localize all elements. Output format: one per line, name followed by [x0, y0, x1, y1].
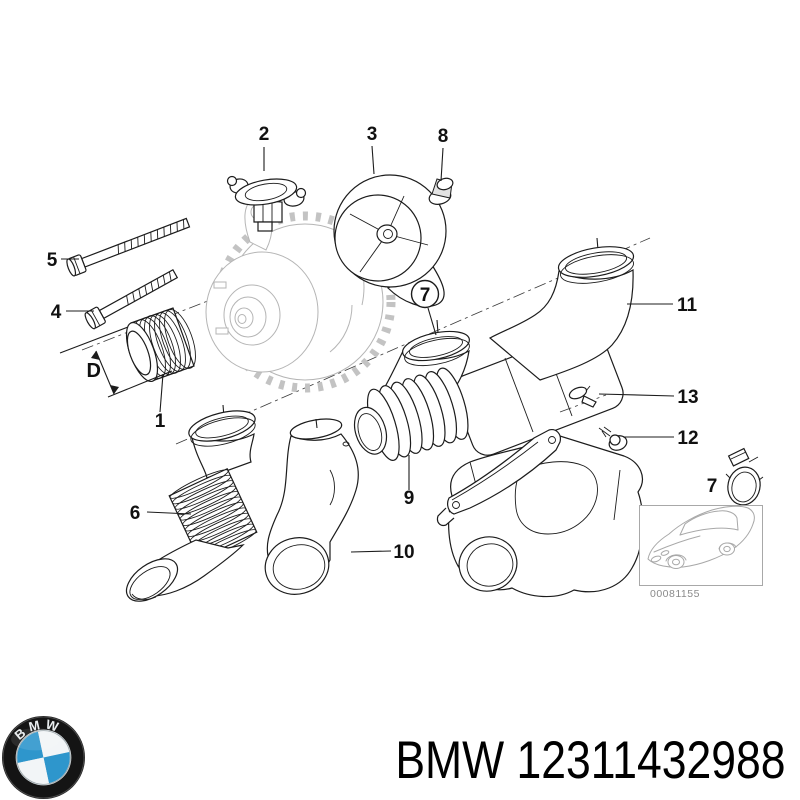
logo-quadrant-white-tr	[38, 731, 70, 758]
part-11-elbow	[488, 268, 634, 381]
callout-7-circle	[410, 279, 440, 309]
part-number-line: BMW 12311432988	[396, 734, 786, 787]
leader-lines	[61, 145, 675, 553]
part-10-duct	[264, 418, 359, 595]
part-1-pulley	[125, 307, 196, 383]
part-number: 12311432988	[516, 731, 786, 790]
part-11-air-duct-assembly	[436, 237, 644, 598]
callout-5: 5	[47, 250, 58, 271]
callout-9: 9	[404, 488, 415, 509]
callout-10: 10	[393, 542, 414, 563]
part-4-bolt	[84, 268, 179, 330]
callout-4: 4	[51, 302, 62, 323]
bmw-logo: BMW	[2, 715, 85, 799]
alternator-ghost	[205, 198, 396, 393]
callout-8: 8	[438, 126, 449, 147]
part-9-corrugated-hose	[353, 319, 470, 461]
inset-box	[639, 505, 763, 586]
inset-thumbnail: 00081155	[639, 505, 763, 600]
bracket	[436, 429, 561, 527]
callout-7-circled: 7	[420, 285, 431, 306]
dimension-label: D	[87, 360, 101, 382]
part-2-regulator	[226, 175, 307, 232]
parts-diagram: D	[47, 124, 764, 602]
callout-labels: 1 2 3 4 5 6 7 7 8 9 10 11 12 13	[47, 124, 718, 563]
logo-quadrant-blue-br	[43, 752, 70, 784]
callout-12: 12	[677, 428, 698, 449]
logo-quadrants	[16, 730, 71, 785]
logo-quadrant-white-bl	[17, 757, 49, 784]
part-13-clip	[568, 385, 597, 408]
part-5-bolt	[66, 217, 191, 277]
part-6-intake-duct	[125, 404, 258, 602]
logo-quadrant-blue-tl	[17, 731, 44, 763]
part-8-cap	[428, 177, 454, 205]
inset-image-number: 00081155	[650, 588, 700, 600]
dimension-d: D	[59, 326, 173, 398]
callout-7-clamp: 7	[707, 476, 718, 497]
callout-6: 6	[130, 503, 141, 524]
callout-1: 1	[155, 411, 166, 432]
callout-2: 2	[259, 124, 270, 145]
callout-3: 3	[367, 124, 378, 145]
brand-text: BMW	[395, 731, 505, 790]
callout-11: 11	[677, 295, 698, 316]
part-7-hose-clamp	[725, 447, 764, 506]
callout-13: 13	[677, 387, 698, 408]
car-thumbnail	[647, 505, 755, 569]
part-12-screw	[598, 426, 628, 451]
